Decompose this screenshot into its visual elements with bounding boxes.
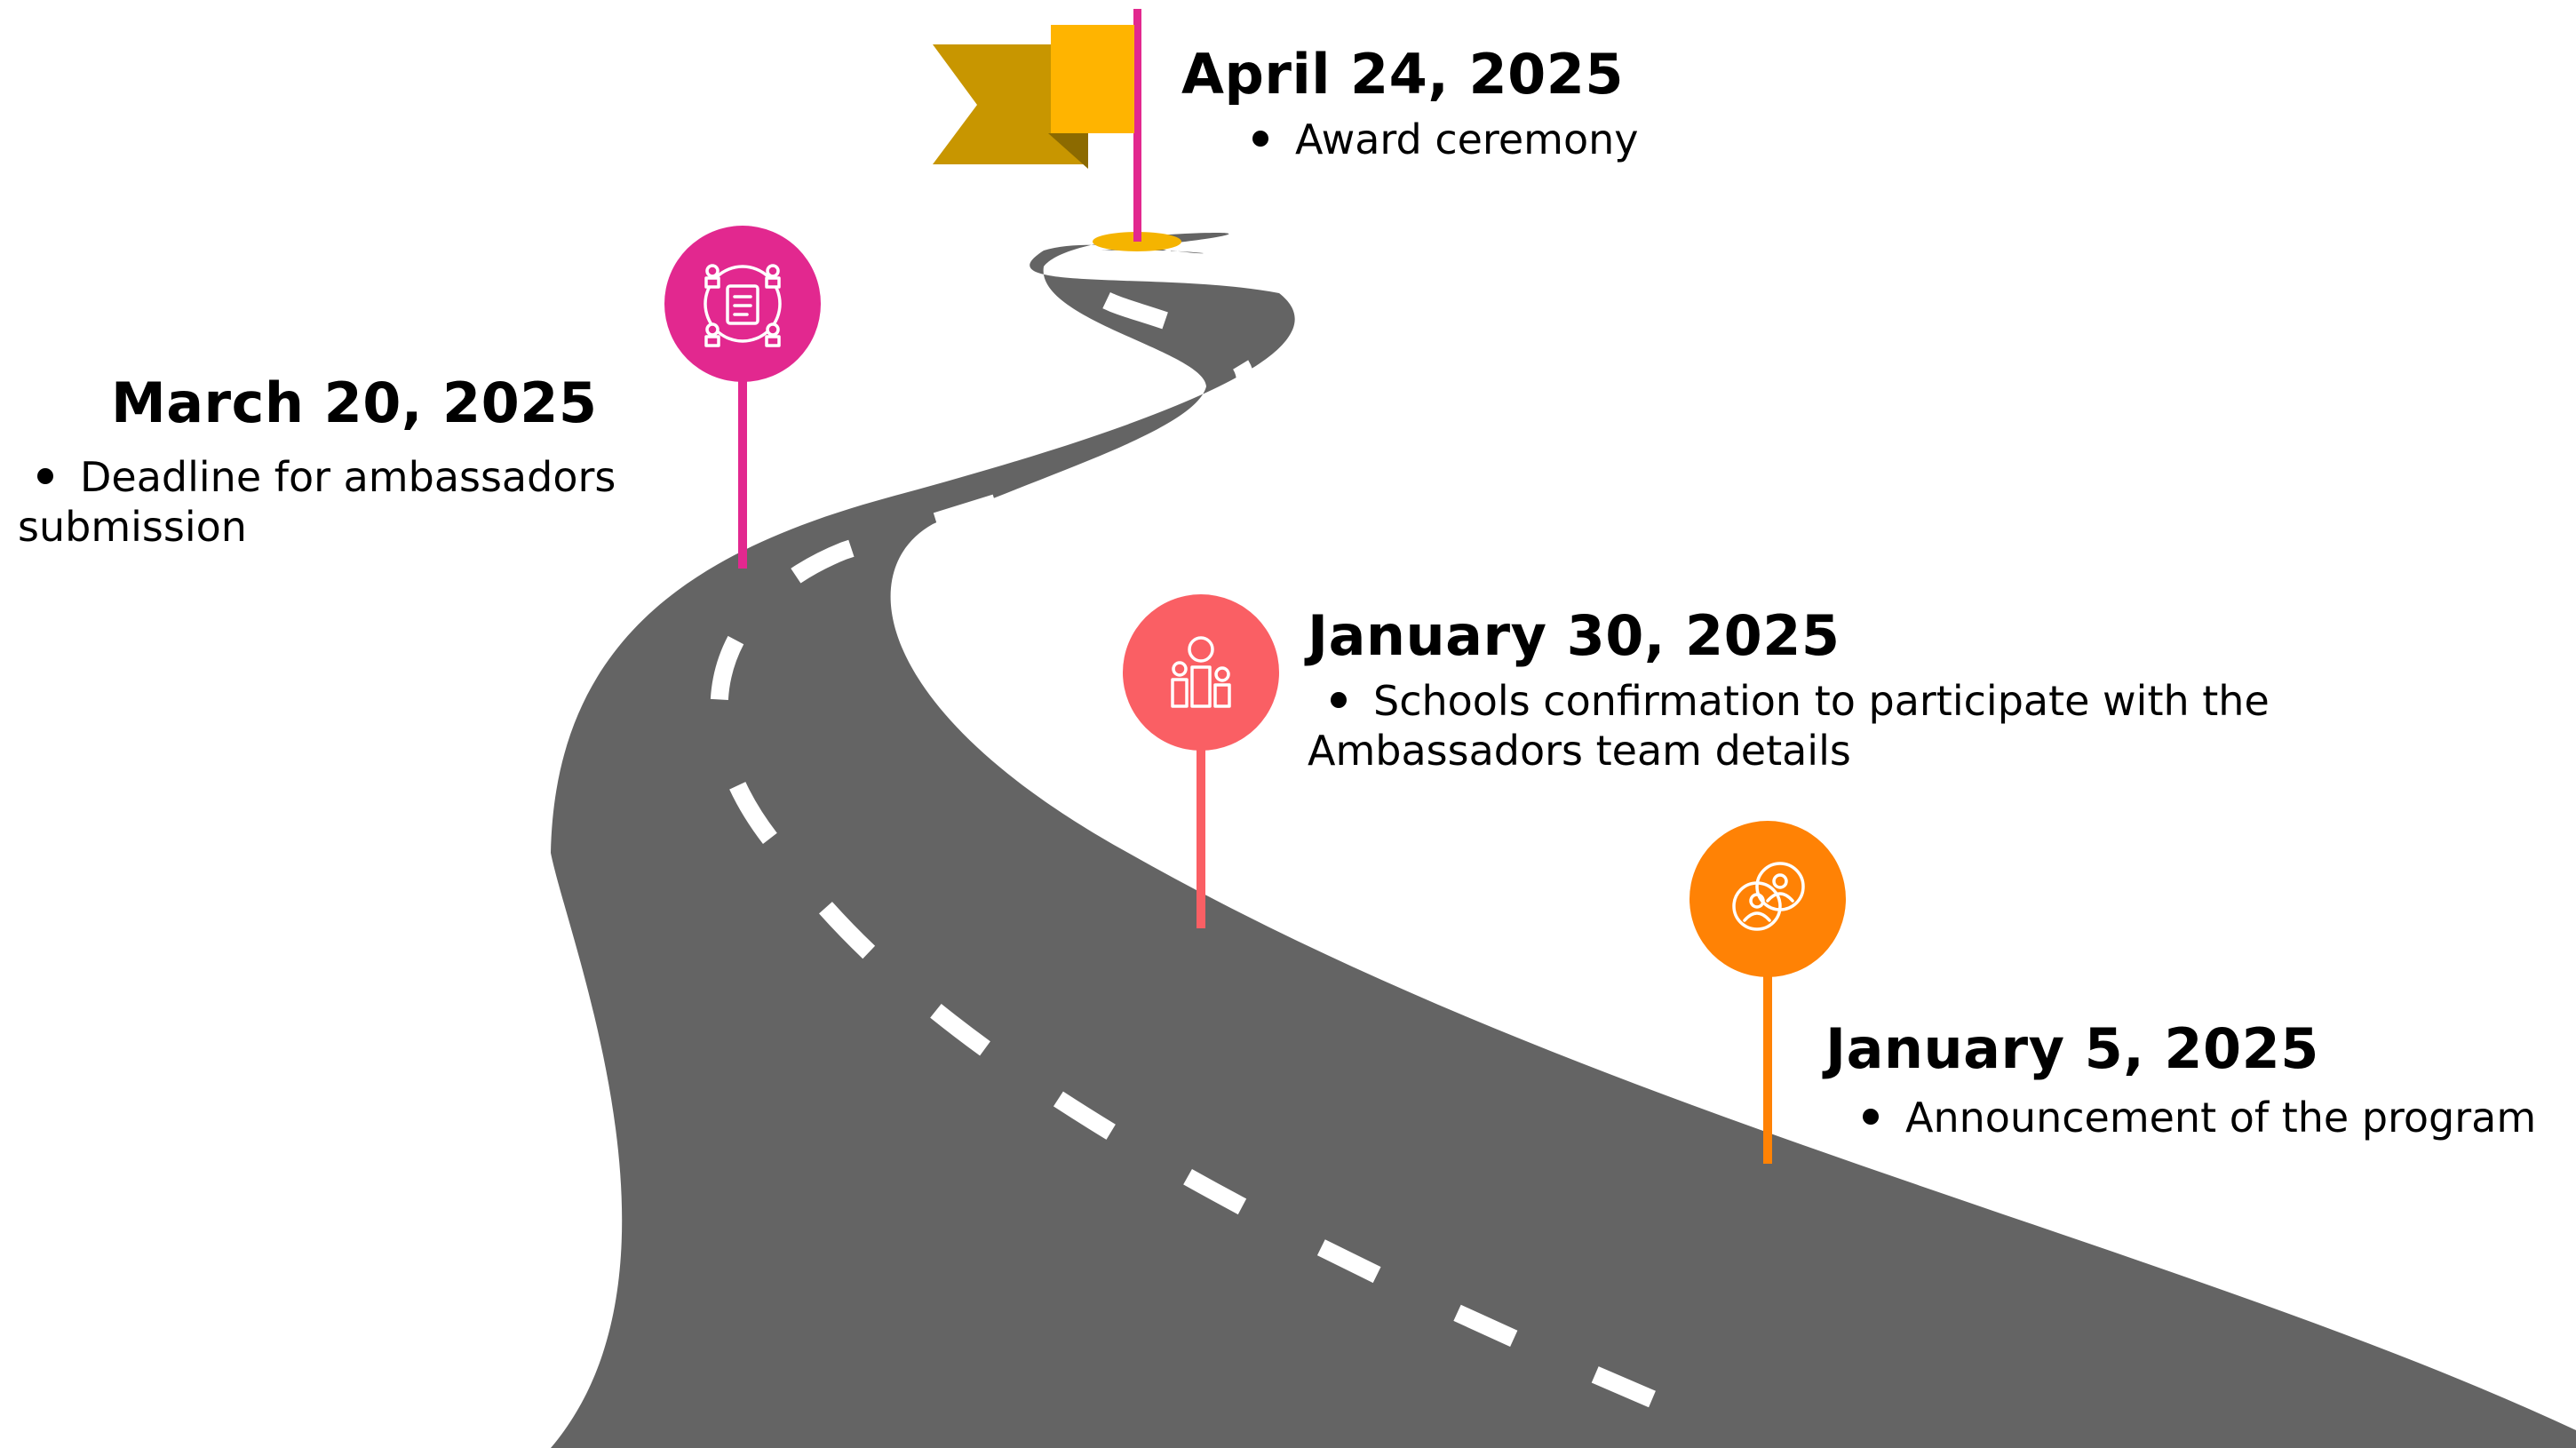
document-team-icon [704, 264, 782, 347]
podium-coin-icon [1171, 636, 1231, 708]
milestone-description: Schools confirmation to participate with… [1308, 676, 2285, 776]
road-centre-line [710, 249, 1656, 1408]
milestone-date: January 30, 2025 [1308, 603, 1841, 668]
people-network-icon [1732, 862, 1805, 931]
flag-cloth [1051, 25, 1134, 133]
milestone-january-30: January 30, 2025 Schools confirmation to… [1308, 604, 2285, 776]
milestone-date: April 24, 2025 [1181, 42, 1625, 107]
bullet [1331, 691, 1347, 708]
bullet [1252, 130, 1268, 147]
pin-head [664, 226, 821, 382]
pin-stem [1763, 899, 1772, 1164]
pin-stem [1197, 672, 1205, 928]
road [551, 233, 2576, 1448]
milestone-description-text: Award ceremony [1295, 115, 1639, 164]
milestone-description-text: Deadline for ambassadors submission [18, 453, 616, 552]
pin-stem [738, 304, 747, 569]
milestone-description: Deadline for ambassadors submission [18, 452, 657, 552]
milestone-date: March 20, 2025 [111, 370, 598, 435]
bullet [1863, 1108, 1879, 1125]
milestone-description-text: Announcement of the program [1905, 1094, 2537, 1142]
milestone-pin [664, 226, 821, 569]
milestone-date: January 5, 2025 [1825, 1016, 2319, 1081]
milestone-description-text: Schools confirmation to participate with… [1308, 677, 2270, 776]
milestone-march-20: March 20, 2025 Deadline for ambassadors … [18, 371, 657, 552]
flag-fold [1048, 133, 1088, 169]
milestone-description: Announcement of the program [1863, 1093, 2536, 1142]
flag-tail [933, 44, 1088, 164]
milestone-pin [1690, 821, 1846, 1164]
flag-pole [1133, 9, 1141, 242]
pin-head [1123, 594, 1279, 751]
milestone-description: Award ceremony [1252, 115, 1638, 164]
bullet [37, 467, 53, 484]
milestone-april-24: April 24, 2025 Award ceremony [1181, 43, 1638, 164]
finish-flag-icon [933, 9, 1181, 251]
milestone-pin [1123, 594, 1279, 928]
milestone-january-5: January 5, 2025 Announcement of the prog… [1825, 1017, 2536, 1142]
